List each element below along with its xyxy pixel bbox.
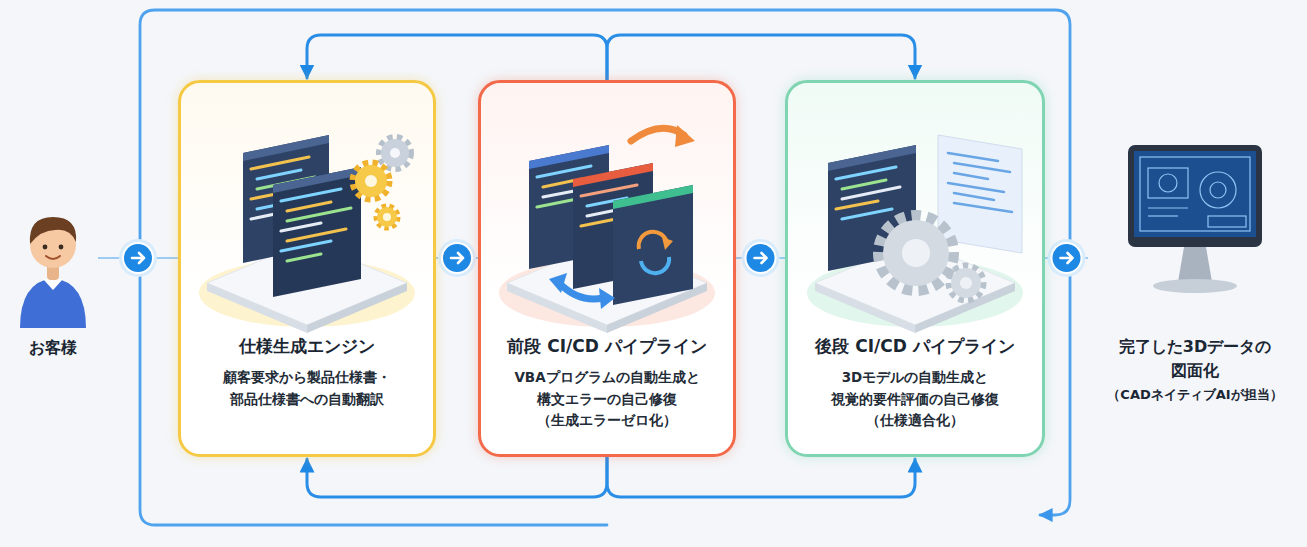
arrow-glyph (132, 253, 144, 263)
connector-line (607, 35, 915, 80)
person-icon (8, 190, 98, 330)
model-illustration (788, 83, 1042, 333)
blueprint (1140, 157, 1250, 231)
node-description: （生成エラーゼロ化） (537, 410, 677, 432)
node-description: 顧客要求から製品仕様書・ 部品仕様書への自動翻訳 (193, 367, 421, 410)
node-title: 完了した3Dデータの 図面化 (1108, 335, 1283, 383)
cycle-arrow (549, 273, 615, 309)
arrow-badge (746, 243, 776, 273)
gear (377, 207, 397, 227)
node-description: VBAプログラムの自動生成と 構文エラーの自己修復 (493, 367, 721, 410)
person-collar (43, 279, 63, 290)
node-description: 3Dモデルの自動生成と 視覚的要件評価の自己修復 (800, 367, 1030, 410)
monitor-frame (1128, 145, 1262, 247)
gear (354, 164, 388, 198)
arrow-halo (438, 239, 476, 277)
person-hair (30, 217, 76, 244)
code-window (613, 185, 693, 305)
connector-line (307, 457, 607, 497)
feedback-connector (607, 457, 915, 497)
gear (380, 138, 410, 168)
node-description: （CADネイティブAIが担当） (1107, 385, 1282, 405)
platform-side (815, 283, 915, 333)
gear (950, 267, 982, 299)
person-eye (43, 245, 48, 250)
node-title: 前段 CI/CD パイプライン (507, 335, 706, 358)
engine-illustration (181, 83, 433, 333)
person-smile (46, 256, 60, 259)
platform-side (307, 283, 407, 333)
arrow-badge (442, 243, 472, 273)
node-title: 仕様生成エンジン (239, 335, 375, 358)
node-title: お客様 (29, 338, 77, 359)
platform-side (507, 283, 607, 333)
feedback-connector (607, 35, 915, 80)
arrow-halo (1048, 239, 1086, 277)
person-body (20, 278, 86, 328)
process-box: 仕様生成エンジン顧客要求から製品仕様書・ 部品仕様書への自動翻訳 (178, 80, 436, 457)
feedback-connector (307, 457, 607, 497)
arrow-badge (123, 243, 153, 273)
arrow-glyph (755, 253, 767, 263)
customer-node: お客様 (8, 190, 98, 373)
arrow-halo (119, 239, 157, 277)
code-panel (938, 135, 1022, 253)
feedback-connector (307, 35, 607, 80)
node-description: （仕様適合化） (866, 410, 964, 432)
arrow-halo (742, 239, 780, 277)
arrow-badge (1052, 243, 1082, 273)
monitor-screen (1134, 151, 1256, 237)
arrow-glyph (1061, 253, 1073, 263)
arrow-glyph (451, 253, 463, 263)
monitor-base (1153, 279, 1237, 293)
flow-connector (436, 239, 478, 277)
connector-line (307, 35, 607, 80)
flow-connector (1045, 239, 1088, 277)
flow-connector (736, 239, 785, 277)
pipeline-illustration (481, 83, 733, 333)
cycle-arrow (631, 125, 695, 147)
output-node: 完了した3Dデータの 図面化（CADネイティブAIが担当） (1088, 140, 1302, 419)
monitor-icon (1088, 140, 1302, 315)
flow-connector (98, 239, 178, 277)
code-window (273, 167, 361, 297)
monitor-stand (1178, 247, 1212, 282)
process-box: 前段 CI/CD パイプライン VBAプログラムの自動生成と 構文エラーの自己修復… (478, 80, 736, 457)
person-eye (59, 245, 64, 250)
gear (880, 217, 952, 289)
outer-loop-line (140, 10, 1070, 525)
process-box: 後段 CI/CD パイプライン 3Dモデルの自動生成と 視覚的要件評価の自己修復（… (785, 80, 1045, 457)
connector-line (607, 457, 915, 497)
node-title: 後段 CI/CD パイプライン (815, 335, 1014, 358)
